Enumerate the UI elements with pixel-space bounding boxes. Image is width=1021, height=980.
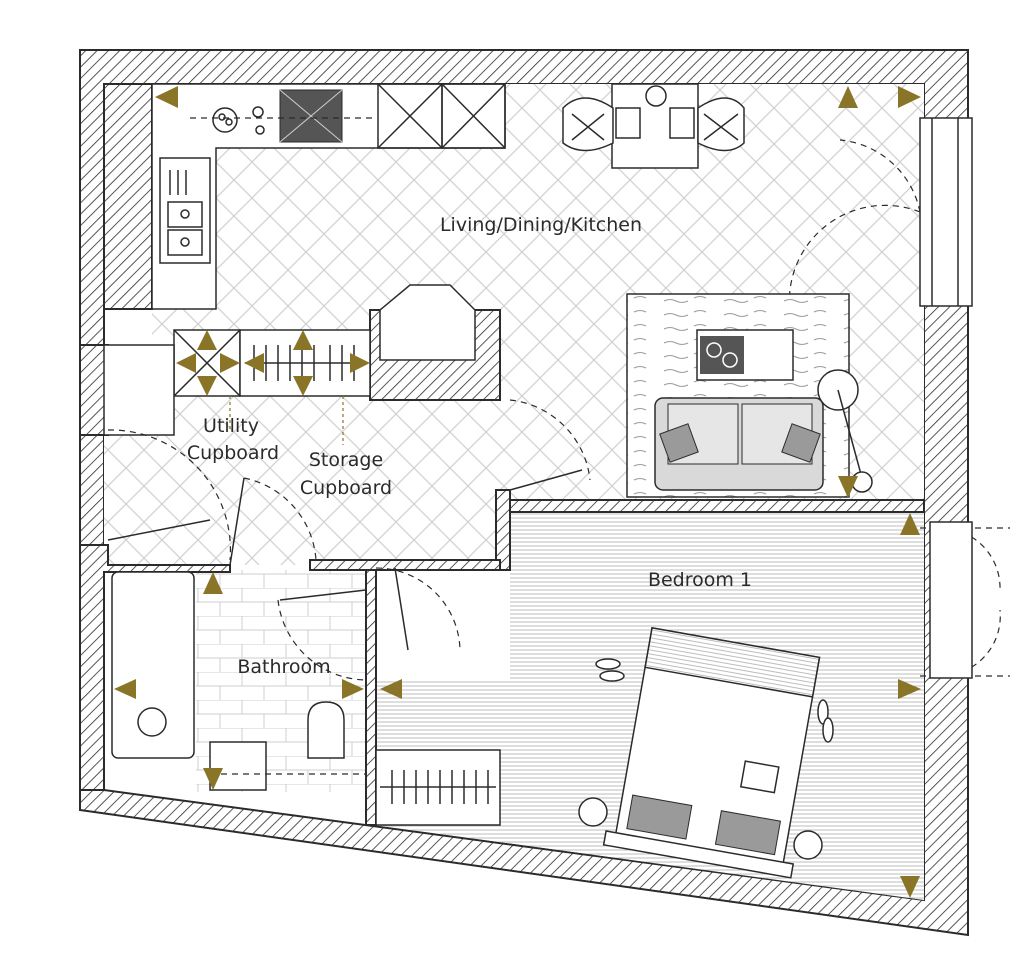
bedside-table-left	[578, 797, 608, 827]
bathtub-icon	[111, 571, 195, 759]
sink-icon	[159, 157, 211, 264]
bed-icon	[602, 627, 821, 879]
storage-label-line2: Cupboard	[300, 477, 392, 499]
balcony-window	[929, 521, 973, 679]
bath-bed-wall	[365, 564, 377, 826]
utility-label-line2: Cupboard	[187, 442, 279, 464]
bay-cupboard	[379, 284, 476, 361]
kitchen-left-wall	[103, 83, 153, 310]
basin-icon	[209, 741, 366, 791]
bedside-table-right	[793, 830, 823, 860]
shoes-icon	[595, 658, 834, 743]
fruit-bowl-icon	[212, 106, 265, 135]
bedroom-label: Bedroom 1	[648, 569, 752, 591]
cupboard-units	[377, 83, 506, 149]
bathroom-label: Bathroom	[237, 656, 330, 678]
bath-top-wall	[309, 559, 501, 571]
hob-icon	[279, 89, 343, 143]
storage-label-line1: Storage	[309, 449, 383, 471]
toilet-icon	[307, 701, 345, 759]
floor-lamp-icon	[817, 369, 873, 493]
hall-bedroom-wall	[495, 489, 511, 571]
bedroom-wardrobe-icon	[375, 749, 501, 826]
bathroom-wall	[79, 544, 231, 791]
utility-label-line1: Utility	[203, 415, 259, 437]
dining-table-icon	[562, 83, 745, 169]
sofa-icon	[654, 397, 824, 491]
coffee-table-icon	[696, 329, 794, 381]
living-label: Living/Dining/Kitchen	[440, 214, 642, 236]
window	[919, 117, 973, 307]
dimension-arrow-icon	[114, 86, 921, 898]
bedroom-top-wall	[499, 499, 925, 513]
hall-cupboard	[103, 344, 175, 436]
